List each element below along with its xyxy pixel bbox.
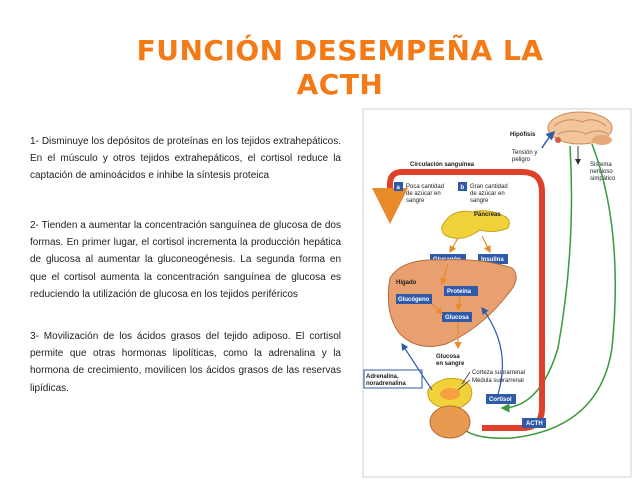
glucogeno-to-glucosa-arrow <box>431 303 443 315</box>
acth-diagram: Hipófisis Tensión y peligro Sistema nerv… <box>362 108 632 478</box>
badge-b <box>458 182 467 191</box>
sistema-label-line1: Sistema <box>590 162 612 168</box>
glucosa-sangre-label-line1: Glucosa <box>436 354 460 360</box>
badge-b-label: b <box>461 185 465 191</box>
acth-box <box>522 418 546 428</box>
acth-diagram-svg: Hipófisis Tensión y peligro Sistema nerv… <box>362 108 632 478</box>
cortisol-box <box>486 394 516 404</box>
badge-a <box>394 182 403 191</box>
hipofisis-label: Hipófisis <box>510 132 536 138</box>
circulacion-label: Circulación sanguínea <box>410 162 475 168</box>
pancreas-illustration <box>441 210 510 239</box>
proteina-box <box>444 286 478 296</box>
liver-illustration <box>387 259 517 347</box>
blood-circulation-start <box>372 169 408 224</box>
insulina-box <box>478 254 508 264</box>
paragraph-fatty-acids: 3- Movilización de los ácidos grasos del… <box>30 331 341 394</box>
paragraph-glucose: 2- Tienden a aumentar la concentración s… <box>30 220 341 300</box>
pancreas-label: Páncreas <box>474 212 501 218</box>
gran-label-line3: sangre <box>470 198 489 204</box>
glucagon-box <box>430 254 466 264</box>
corteza-label: Corteza suprarrenal <box>472 370 525 376</box>
gran-label-line1: Gran cantidad <box>470 184 508 190</box>
slide-title: FUNCIÓN DESEMPEÑA LA ACTH <box>130 34 550 102</box>
poca-label-line1: Poca cantidad <box>406 184 444 190</box>
title-line-1: FUNCIÓN DESEMPEÑA LA <box>136 34 544 67</box>
glucosa-box <box>442 312 472 322</box>
medula-pointer <box>457 379 471 391</box>
proteina-label: Proteína <box>447 289 472 295</box>
glucogeno-label: Glucógeno <box>398 297 430 303</box>
glucagon-to-liver-arrow <box>440 263 449 286</box>
adrenalina-to-liver-arrow <box>401 342 433 391</box>
insulina-label: Insulina <box>481 257 504 263</box>
adrenalina-label-line2: noradrenalina <box>366 381 406 387</box>
glucosa-sangre-label-line2: en sangre <box>436 361 465 367</box>
pancreas-to-insulina-arrow <box>481 235 491 254</box>
title-line-2: ACTH <box>296 68 384 101</box>
tension-label-line1: Tensión y <box>512 150 537 156</box>
adrenal-gland-illustration <box>427 377 473 439</box>
proteina-to-glucosa-arrow <box>455 295 463 312</box>
brain-illustration <box>547 111 613 145</box>
tension-label-line2: peligro <box>512 157 531 163</box>
cortisol-to-liver-arrow <box>481 307 504 395</box>
paragraph-proteins: 1- Disminuye los depósitos de proteínas … <box>30 136 341 182</box>
corteza-pointer <box>461 371 471 385</box>
higado-label: Hígado <box>396 280 417 286</box>
glucogeno-box <box>396 294 432 304</box>
tension-arrow <box>541 130 556 149</box>
pancreas-to-glucagon-arrow <box>449 237 459 254</box>
poca-label-line3: sangre <box>406 198 425 204</box>
adrenalina-box <box>363 369 423 389</box>
glucosa-label: Glucosa <box>445 315 469 321</box>
poca-label-line2: de azúcar en <box>406 191 441 197</box>
medula-label: Médula suprarrenal <box>472 378 524 384</box>
sympathetic-pathway-arrow <box>459 143 617 439</box>
adrenalina-label-line1: Adrenalina, <box>366 374 399 380</box>
cortisol-label: Cortisol <box>489 397 512 403</box>
gran-label-line2: de azúcar en <box>470 191 505 197</box>
acth-label: ACTH <box>526 421 543 427</box>
acth-pathway-arrow <box>500 145 573 413</box>
badge-a-label: a <box>397 185 401 191</box>
